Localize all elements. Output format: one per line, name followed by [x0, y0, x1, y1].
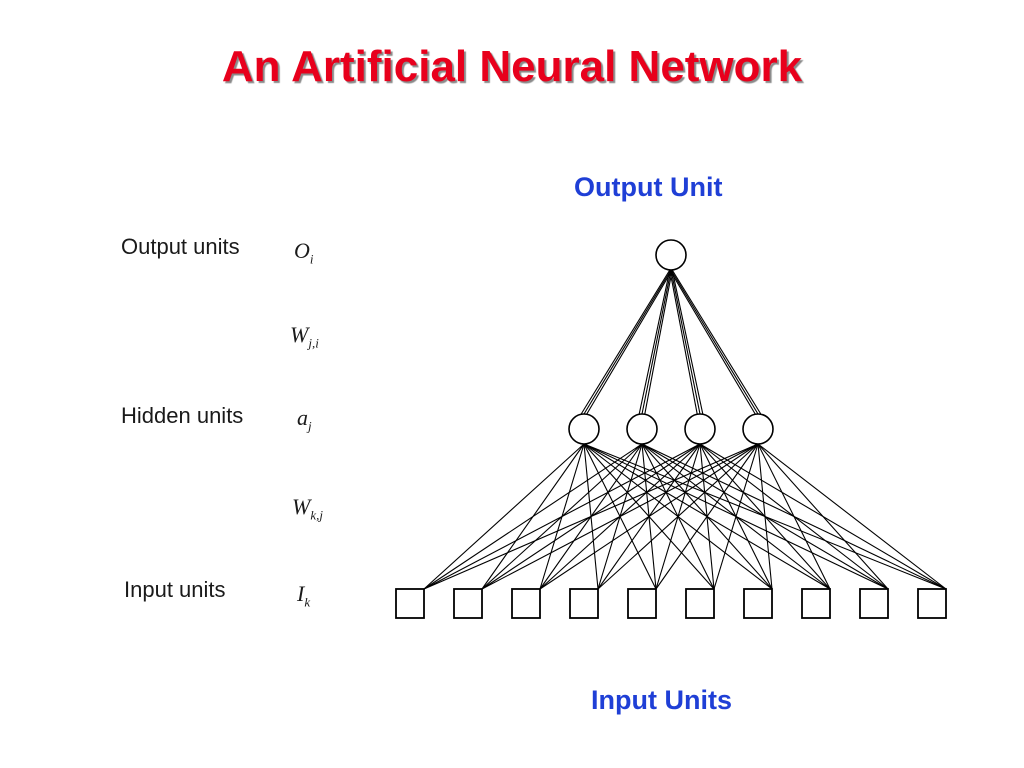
weight-ji-line: [670, 269, 759, 415]
output-units-label: Output units: [121, 234, 240, 259]
input-unit-node: [859, 588, 889, 619]
weight-ji-line: [669, 269, 756, 415]
hidden-units-label: Hidden units: [121, 403, 244, 428]
output-unit-caption: Output Unit: [574, 172, 723, 202]
weight-ji-line: [638, 269, 671, 415]
weight-kj-line: [583, 443, 889, 590]
input-unit-node: [685, 588, 715, 619]
weight-kj-line: [481, 443, 585, 590]
input-unit-node: [801, 588, 831, 619]
input-units-caption: Input Units: [591, 685, 732, 715]
connections: [423, 269, 947, 590]
weight-kj-line: [699, 443, 947, 590]
weight-kj-line: [641, 443, 947, 590]
weight-kj-line: [583, 443, 715, 590]
input-units-label: Input units: [124, 577, 226, 602]
input-unit-node: [743, 588, 773, 619]
input-unit-node: [917, 588, 947, 619]
output-unit-node: [655, 239, 687, 271]
slide-title: An Artificial Neural Network: [221, 42, 803, 91]
weight-ji-line: [641, 269, 672, 415]
weight-kj-line: [583, 443, 947, 590]
input-unit-node: [569, 588, 599, 619]
hidden-unit-node: [742, 413, 774, 445]
weight-ji-line: [583, 269, 672, 415]
input-unit-node: [453, 588, 483, 619]
hidden-unit-node: [626, 413, 658, 445]
weight-kj-line: [757, 443, 947, 590]
hidden-units-symbol: aj: [297, 405, 312, 434]
weights-ji-symbol: Wj,i: [290, 322, 319, 351]
input-unit-node: [395, 588, 425, 619]
hidden-unit-node: [568, 413, 600, 445]
weight-kj-line: [539, 443, 585, 590]
weight-kj-line: [423, 443, 585, 590]
weights-kj-symbol: Wk,j: [292, 494, 323, 523]
weight-ji-line: [670, 269, 701, 415]
weight-kj-line: [583, 443, 831, 590]
weight-ji-line: [580, 269, 671, 415]
weight-kj-line: [583, 443, 657, 590]
hidden-unit-node: [684, 413, 716, 445]
weight-ji-line: [671, 269, 762, 415]
input-unit-node: [627, 588, 657, 619]
input-unit-node: [511, 588, 541, 619]
weight-ji-line: [586, 269, 673, 415]
weight-kj-line: [583, 443, 599, 590]
weight-ji-line: [669, 269, 698, 415]
input-units-symbol: Ik: [297, 581, 311, 610]
weight-ji-line: [671, 269, 704, 415]
output-units-symbol: Oi: [294, 238, 314, 267]
weight-ji-line: [644, 269, 673, 415]
weight-kj-line: [583, 443, 773, 590]
